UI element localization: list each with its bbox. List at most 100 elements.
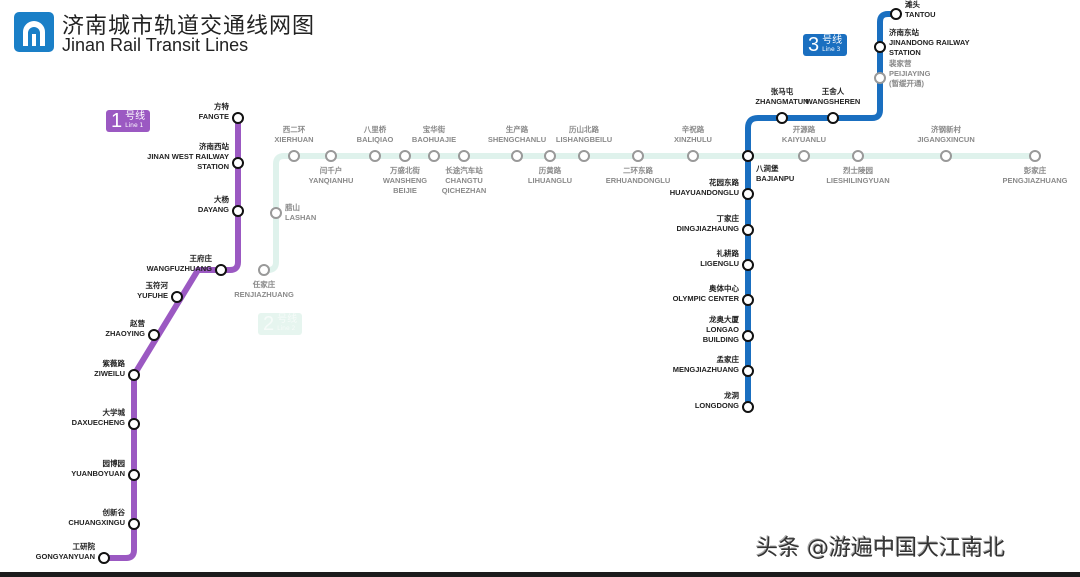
station-label-cn: 方特 xyxy=(214,101,229,111)
station-marker[interactable] xyxy=(288,150,300,162)
station-marker[interactable] xyxy=(742,150,754,162)
station-marker[interactable] xyxy=(578,150,590,162)
station-marker[interactable] xyxy=(215,264,227,276)
station-label-en: DINGJIAZHAUNG xyxy=(676,224,739,233)
station-marker[interactable] xyxy=(890,8,902,20)
jinan-metro-logo-icon xyxy=(14,12,54,52)
station-label-cn: 龙奥大厦 xyxy=(709,314,739,324)
station-label-cn: 礼耕路 xyxy=(717,248,740,258)
station-marker[interactable] xyxy=(852,150,864,162)
station-marker[interactable] xyxy=(369,150,381,162)
station-marker[interactable] xyxy=(258,264,270,276)
station-marker[interactable] xyxy=(171,291,183,303)
station-marker[interactable] xyxy=(128,518,140,530)
line1-badge-number: 1 xyxy=(111,109,123,132)
station-marker[interactable] xyxy=(632,150,644,162)
station-marker[interactable] xyxy=(232,112,244,124)
station-marker[interactable] xyxy=(148,329,160,341)
station-marker[interactable] xyxy=(232,205,244,217)
station-marker[interactable] xyxy=(458,150,470,162)
station-marker[interactable] xyxy=(399,150,411,162)
station-marker[interactable] xyxy=(98,552,110,564)
station-label-en: TANTOU xyxy=(905,10,936,19)
station-marker[interactable] xyxy=(742,330,754,342)
station-marker[interactable] xyxy=(742,294,754,306)
station-marker[interactable] xyxy=(742,259,754,271)
station-marker[interactable] xyxy=(325,150,337,162)
station-label-cn: 王舍人 xyxy=(822,86,845,96)
station-marker[interactable] xyxy=(874,41,886,53)
station-marker[interactable] xyxy=(742,224,754,236)
station-marker[interactable] xyxy=(1029,150,1041,162)
station-label-cn: 济南东站 xyxy=(889,27,919,37)
station-marker[interactable] xyxy=(742,365,754,377)
station-label-en: BUILDING xyxy=(703,335,739,344)
station-marker[interactable] xyxy=(128,418,140,430)
station-label-cn: 烈士陵园 xyxy=(843,165,873,175)
station-marker[interactable] xyxy=(128,369,140,381)
station-marker[interactable] xyxy=(798,150,810,162)
station-marker[interactable] xyxy=(687,150,699,162)
station-marker[interactable] xyxy=(940,150,952,162)
station-marker[interactable] xyxy=(742,188,754,200)
station-label-cn: 闫千户 xyxy=(320,165,343,175)
station-marker[interactable] xyxy=(776,112,788,124)
station-marker[interactable] xyxy=(511,150,523,162)
station-marker[interactable] xyxy=(270,207,282,219)
station-label-cn: 工研院 xyxy=(73,541,96,551)
station-marker[interactable] xyxy=(232,157,244,169)
station-marker[interactable] xyxy=(742,401,754,413)
station-marker[interactable] xyxy=(544,150,556,162)
line2-badge-cn: 号线 xyxy=(277,314,298,325)
station-marker[interactable] xyxy=(827,112,839,124)
station-marker[interactable] xyxy=(128,469,140,481)
station-marker[interactable] xyxy=(874,72,886,84)
station-label-cn: 济钢新村 xyxy=(931,124,961,134)
station-marker[interactable] xyxy=(428,150,440,162)
